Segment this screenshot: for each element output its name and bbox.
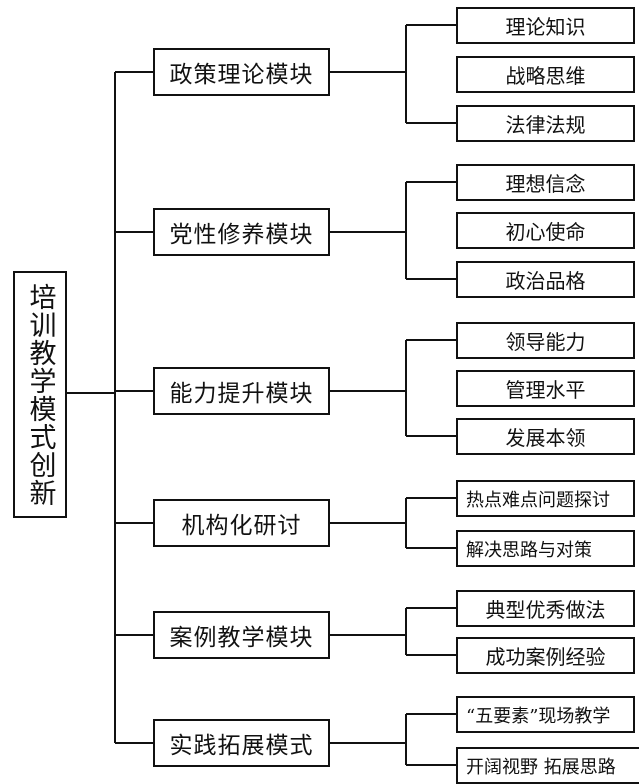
branch-node-party-cultivation: 党性修养模块 [153, 208, 330, 256]
leaf-node: 管理水平 [456, 370, 635, 407]
leaf-node: 初心使命 [456, 212, 635, 249]
leaf-node: 领导能力 [456, 322, 635, 359]
leaf-node: 典型优秀做法 [456, 590, 635, 627]
leaf-node: 开阔视野 拓展思路 [456, 747, 639, 784]
branch-node-institutional-seminar: 机构化研讨 [153, 499, 330, 547]
leaf-node: 成功案例经验 [456, 637, 635, 674]
root-node: 培训教学模式创新 [13, 271, 67, 518]
leaf-node: 热点难点问题探讨 [456, 480, 635, 517]
branch-node-case-teaching: 案例教学模块 [153, 611, 330, 659]
leaf-node: 战略思维 [456, 56, 635, 93]
leaf-node: 解决思路与对策 [456, 530, 635, 567]
leaf-node: “五要素”现场教学 [456, 696, 635, 733]
branch-node-capacity-building: 能力提升模块 [153, 367, 330, 415]
leaf-node: 理想信念 [456, 164, 635, 201]
leaf-node: 政治品格 [456, 261, 635, 298]
leaf-node: 理论知识 [456, 7, 635, 44]
leaf-node: 法律法规 [456, 105, 635, 142]
leaf-node: 发展本领 [456, 418, 635, 455]
branch-node-practice-extension: 实践拓展模式 [153, 719, 330, 767]
branch-node-policy-theory: 政策理论模块 [153, 48, 330, 96]
